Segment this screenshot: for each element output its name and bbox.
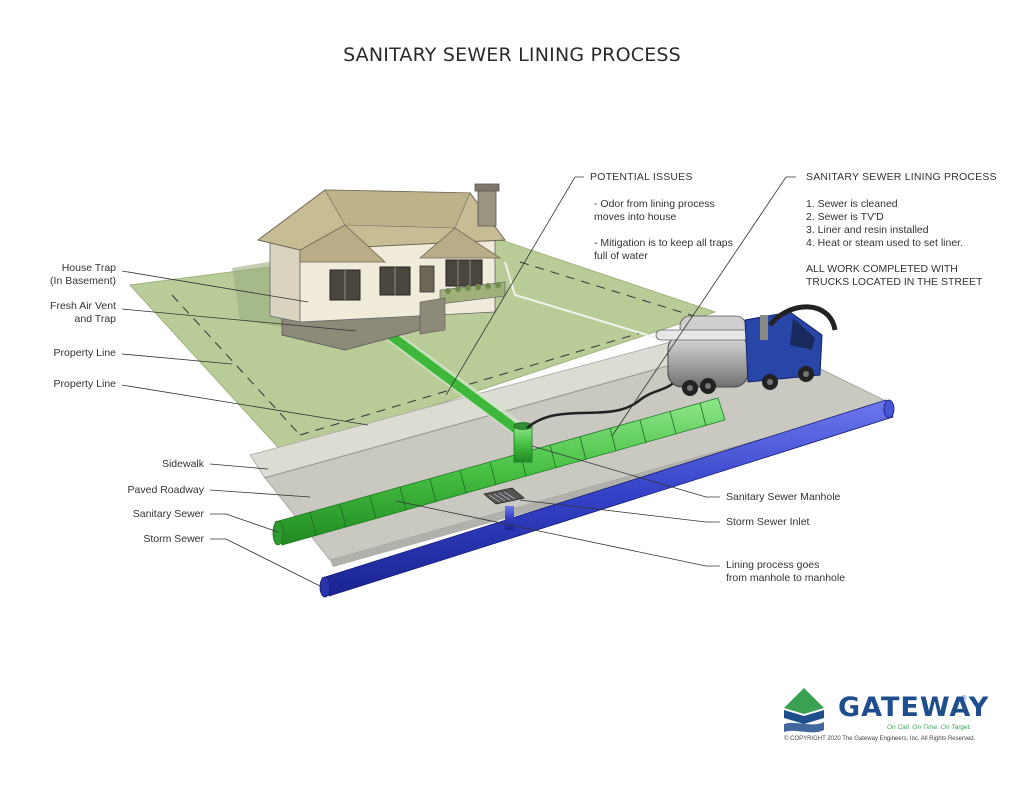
label-property-line-1: Property Line — [53, 347, 116, 359]
storm-inlet — [483, 487, 525, 530]
liner-hose — [526, 374, 682, 429]
lining-step: 1. Sewer is cleaned — [806, 198, 898, 210]
label-paved-roadway: Paved Roadway — [127, 484, 204, 496]
sanitary-manhole — [513, 422, 533, 463]
driveway-edge — [504, 261, 721, 358]
lining-process-heading: SANITARY SEWER LINING PROCESS — [806, 171, 997, 183]
registered-mark: ® — [962, 696, 967, 702]
storm-sewer-pipe — [319, 399, 895, 598]
brand-name: GATEWAY — [838, 692, 990, 723]
label-property-line-2: Property Line — [53, 378, 116, 390]
lining-process-block: SANITARY SEWER LINING PROCESS 1. Sewer i… — [806, 171, 997, 288]
copyright-notice: © COPYRIGHT 2020 The Gateway Engineers, … — [784, 736, 976, 742]
lining-step: 3. Liner and resin installed — [806, 224, 929, 236]
label-sanitary-sewer-manhole: Sanitary Sewer Manhole — [726, 491, 841, 503]
page-title: SANITARY SEWER LINING PROCESS — [343, 44, 681, 66]
house — [256, 183, 506, 351]
lining-step: 4. Heat or steam used to set liner. — [806, 237, 963, 249]
leader-lines-left — [121, 270, 369, 588]
label-sidewalk: Sidewalk — [161, 458, 204, 470]
label-storm-sewer: Storm Sewer — [143, 533, 204, 545]
lining-step: 2. Sewer is TV'D — [806, 211, 884, 223]
label-storm-sewer-inlet: Storm Sewer Inlet — [726, 516, 810, 528]
leader-lines-right — [395, 176, 796, 567]
gateway-logo-mark — [784, 688, 824, 733]
label-sanitary-sewer: Sanitary Sewer — [132, 508, 204, 520]
potential-issues-block: POTENTIAL ISSUES - Odor from lining proc… — [590, 171, 733, 262]
potential-issues-heading: POTENTIAL ISSUES — [590, 171, 693, 183]
label-house-trap: House Trap(In Basement) — [50, 262, 116, 287]
lining-truck — [655, 304, 838, 396]
property-line-dashed-front — [299, 332, 641, 436]
brand-tagline: On Call. On Time. On Target. — [887, 724, 972, 731]
